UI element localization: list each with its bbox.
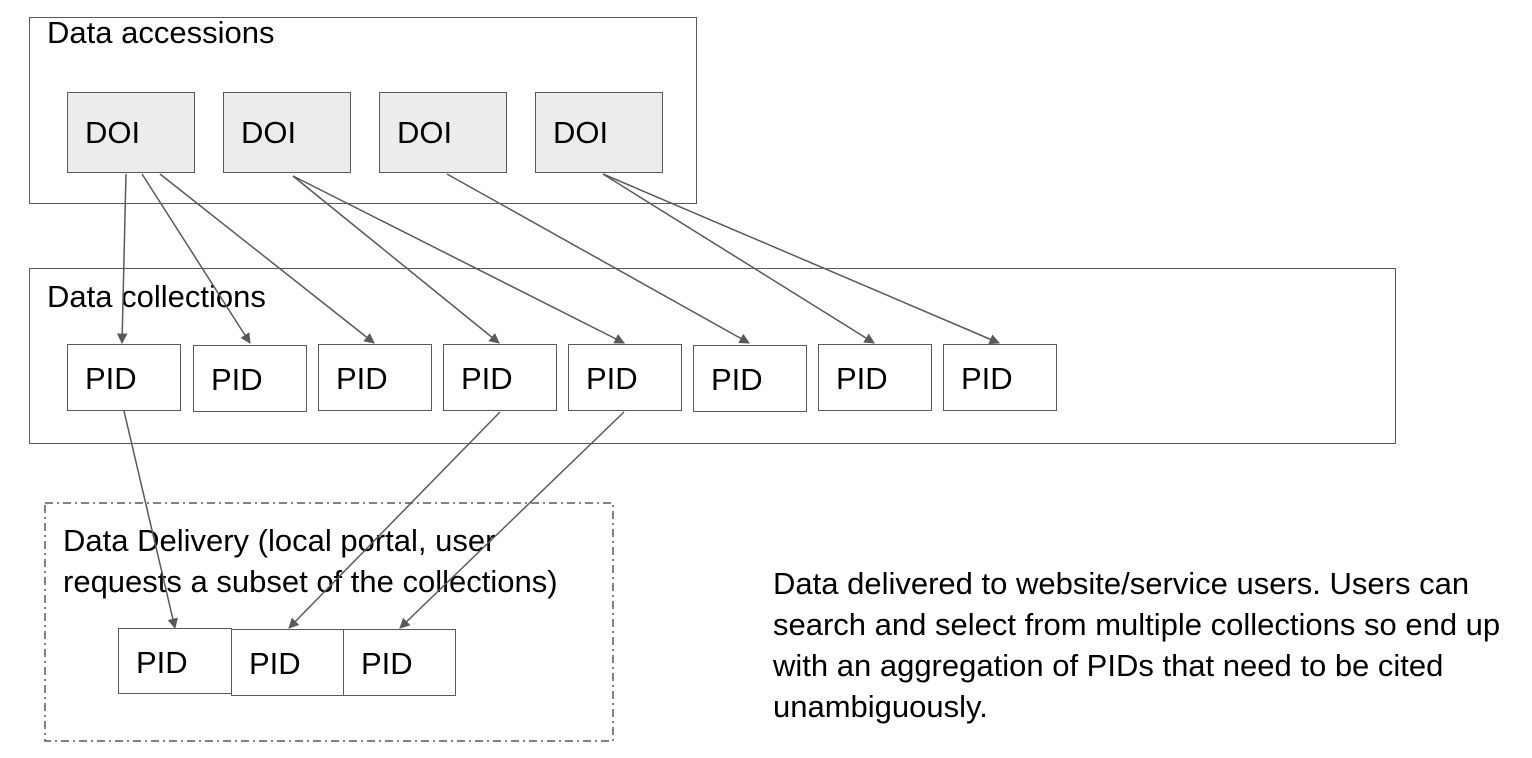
delivery-pid-node: PID	[231, 629, 345, 696]
pid-label: PID	[836, 361, 888, 396]
doi-node: DOI	[535, 92, 663, 173]
collection-pid-node: PID	[193, 345, 307, 412]
collection-pid-node: PID	[818, 344, 932, 411]
pid-label: PID	[85, 361, 137, 396]
doi-label: DOI	[397, 115, 453, 150]
pid-label: PID	[586, 361, 638, 396]
pid-label: PID	[361, 646, 413, 681]
collection-pid-node: PID	[318, 344, 432, 411]
pid-label: PID	[336, 361, 388, 396]
doi-label: DOI	[241, 115, 297, 150]
collections-title: Data collections	[47, 279, 266, 314]
doi-node: DOI	[379, 92, 507, 173]
delivery-note: Data delivered to website/service users.…	[773, 566, 1501, 724]
collection-pid-node: PID	[943, 344, 1057, 411]
pid-label: PID	[461, 361, 513, 396]
pid-label: PID	[961, 361, 1013, 396]
delivery-pid-node: PID	[343, 629, 456, 696]
doi-label: DOI	[553, 115, 609, 150]
pid-label: PID	[136, 645, 188, 680]
collection-pid-node: PID	[67, 344, 181, 411]
doi-node: DOI	[67, 92, 195, 173]
pid-label: PID	[249, 646, 301, 681]
collection-pid-node: PID	[443, 344, 557, 411]
pid-label: PID	[711, 362, 763, 397]
collection-pid-node: PID	[568, 344, 682, 411]
pid-label: PID	[211, 362, 263, 397]
delivery-title: Data Delivery (local portal, user reques…	[63, 523, 558, 599]
doi-node: DOI	[223, 92, 351, 173]
delivery-pid-node: PID	[118, 628, 232, 694]
doi-label: DOI	[85, 115, 141, 150]
collection-pid-node: PID	[693, 345, 807, 412]
accessions-title: Data accessions	[47, 15, 275, 50]
